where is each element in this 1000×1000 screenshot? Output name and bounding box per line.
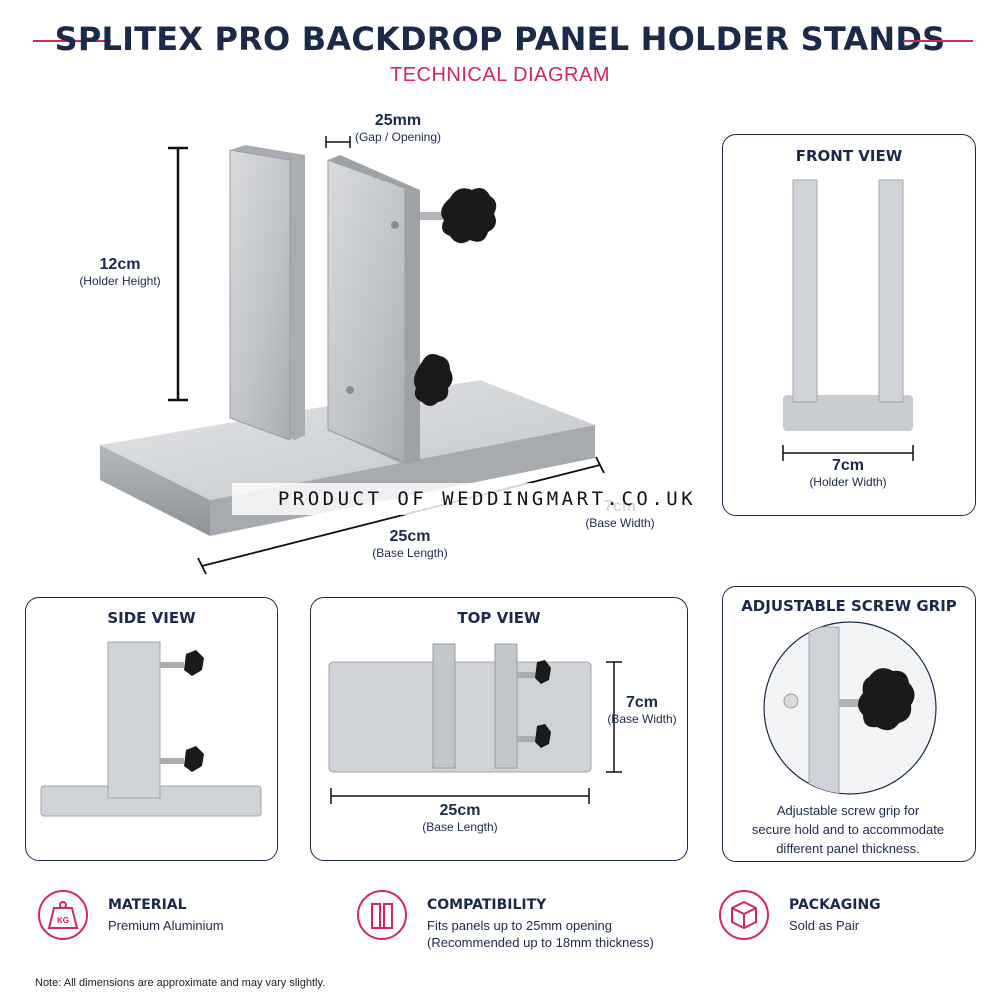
screw-hole-top bbox=[391, 221, 399, 229]
title-rule-right bbox=[903, 40, 973, 42]
front-right-upright bbox=[878, 179, 904, 403]
top-view-panel: TOP VIEW 7cm (Base Width) 25cm (Base Len… bbox=[310, 597, 688, 861]
top-width-label: 7cm (Base Width) bbox=[607, 694, 677, 726]
grip-upright bbox=[808, 626, 840, 794]
page-header: SPLITEX PRO BACKDROP PANEL HOLDER STANDS… bbox=[0, 18, 1000, 88]
title-rule-left bbox=[33, 40, 111, 42]
front-view-panel: FRONT VIEW 7cm (Holder Width) bbox=[722, 134, 976, 516]
top-knob-2-icon bbox=[535, 724, 551, 748]
side-knob-top-icon bbox=[184, 650, 204, 676]
grip-knob-icon bbox=[858, 668, 915, 731]
length-dim-line bbox=[201, 464, 601, 567]
side-view-title: SIDE VIEW bbox=[107, 609, 196, 627]
feature-compatibility-title: COMPATIBILITY bbox=[427, 897, 547, 913]
top-length-label: 25cm (Base Length) bbox=[422, 802, 498, 834]
top-view-title: TOP VIEW bbox=[457, 609, 541, 627]
side-view-panel: SIDE VIEW bbox=[25, 597, 278, 861]
front-view-title: FRONT VIEW bbox=[795, 147, 903, 165]
top-view-illustration bbox=[328, 643, 622, 804]
side-view-illustration bbox=[40, 641, 262, 817]
zoom-circle bbox=[763, 621, 937, 795]
screw-grip-panel: ADJUSTABLE SCREW GRIP Adjustable screw g… bbox=[722, 586, 976, 862]
screw-thread-top bbox=[420, 212, 460, 220]
front-left-upright bbox=[792, 179, 818, 403]
svg-text:KG: KG bbox=[57, 916, 69, 925]
feature-material: KG MATERIAL Premium Aluminium bbox=[38, 885, 298, 955]
base-edge-left bbox=[100, 445, 210, 536]
knob-top-icon bbox=[441, 188, 497, 244]
screw-grip-title: ADJUSTABLE SCREW GRIP bbox=[741, 597, 957, 615]
right-upright bbox=[327, 159, 406, 463]
feature-compatibility-line-2: (Recommended up to 18mm thickness) bbox=[427, 935, 654, 950]
top-base bbox=[328, 661, 592, 773]
footnote: Note: All dimensions are approximate and… bbox=[35, 977, 326, 989]
screw-grip-illustration bbox=[763, 621, 937, 795]
knob-bottom-icon bbox=[414, 354, 453, 406]
page-title: SPLITEX PRO BACKDROP PANEL HOLDER STANDS bbox=[54, 20, 946, 58]
feature-packaging: PACKAGING Sold as Pair bbox=[719, 885, 969, 955]
feature-packaging-title: PACKAGING bbox=[789, 897, 881, 913]
page-subtitle: TECHNICAL DIAGRAM bbox=[389, 64, 610, 86]
weight-kg-icon: KG bbox=[38, 890, 88, 940]
box-icon bbox=[719, 890, 769, 940]
side-knob-bottom-icon bbox=[184, 746, 204, 772]
feature-compatibility: COMPATIBILITY Fits panels up to 25mm ope… bbox=[357, 885, 697, 955]
base-plate bbox=[100, 380, 595, 500]
gap-label: 25mm (Gap / Opening) bbox=[354, 112, 442, 144]
top-left-upright bbox=[432, 643, 456, 769]
top-knob-1-icon bbox=[535, 660, 551, 684]
panel-gap-icon bbox=[357, 890, 407, 940]
front-view-illustration bbox=[782, 179, 914, 461]
left-upright bbox=[229, 149, 291, 441]
feature-material-title: MATERIAL bbox=[108, 897, 187, 913]
screw-hole-bottom bbox=[346, 386, 354, 394]
top-right-upright bbox=[494, 643, 518, 769]
side-upright bbox=[107, 641, 161, 799]
grip-screw-thread bbox=[839, 699, 875, 707]
feature-compatibility-line-1: Fits panels up to 25mm opening bbox=[427, 918, 612, 933]
watermark: PRODUCT OF WEDDINGMART.CO.UK bbox=[232, 483, 742, 515]
screw-grip-description: Adjustable screw grip for secure hold an… bbox=[751, 803, 945, 856]
front-width-label: 7cm (Holder Width) bbox=[809, 457, 887, 489]
height-label: 12cm (Holder Height) bbox=[79, 256, 161, 288]
feature-material-line: Premium Aluminium bbox=[108, 918, 224, 933]
front-base bbox=[783, 395, 913, 431]
length-label: 25cm (Base Length) bbox=[372, 528, 448, 560]
feature-packaging-line: Sold as Pair bbox=[789, 918, 860, 933]
